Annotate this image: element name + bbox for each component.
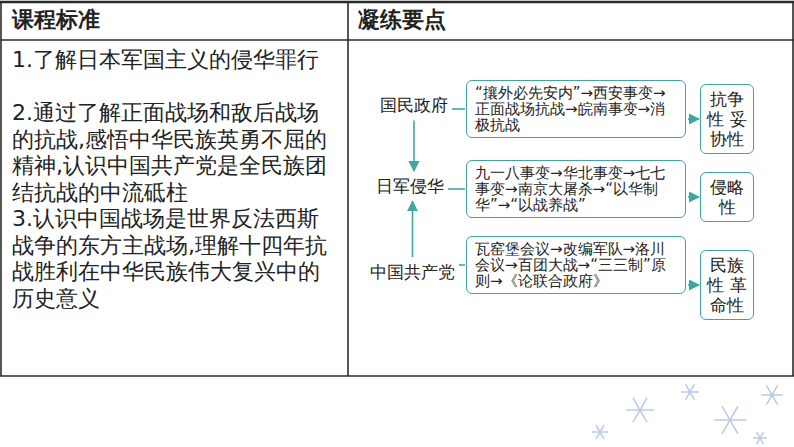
- snowflake-arm: [760, 438, 764, 444]
- connector: [412, 201, 414, 257]
- snowflake-arm: [730, 420, 738, 434]
- snowflake-arm: [690, 384, 695, 392]
- node-text: 瓦窑堡会议→改编军队→洛川会议→百团大战→“三三制”原则→《论联合政府》: [475, 241, 677, 289]
- snowflake-arm: [640, 398, 647, 410]
- snowflake-arm: [772, 394, 783, 396]
- connector: [452, 108, 465, 110]
- snowflake-arm: [686, 392, 691, 400]
- snowflake-decor: [592, 384, 783, 444]
- snowflake-arm: [600, 431, 608, 433]
- node-text: 国民政府: [380, 95, 448, 115]
- table-cell: 1.了解日本军国主义的侵华罪行: [12, 47, 338, 74]
- connector: [688, 196, 699, 198]
- snowflake-arm: [772, 385, 778, 395]
- node-text: “攘外必先安内”→西安事变→正面战场抗战→皖南事变→消极抗战: [475, 85, 677, 133]
- snowflake-arm: [596, 432, 600, 439]
- trait-box: 民族性 革命性: [700, 250, 754, 320]
- snowflake-arm: [640, 409, 654, 411]
- node-text: 抗争性 妥协性: [704, 89, 750, 149]
- connector: [688, 284, 699, 286]
- snowflake-arm: [772, 395, 778, 405]
- node-text: 民族性 革命性: [704, 255, 750, 315]
- snowflake-arm: [767, 385, 773, 395]
- table-rule: [0, 1, 794, 4]
- table-header: 凝练要点: [358, 7, 658, 33]
- connector: [459, 264, 465, 266]
- table-rule: [0, 2, 2, 376]
- snowflake-arm: [686, 384, 691, 392]
- node-text: 中国共产党: [370, 262, 455, 282]
- node-text: 九一八事变→华北事变→七七事变→南京大屠杀→“以华制华”→“以战养战”: [475, 165, 677, 213]
- actor-label: 国民政府: [378, 93, 450, 117]
- table-cell: 2.通过了解正面战场和敌后战场的抗战,感悟中华民族英勇不屈的精神,认识中国共产党…: [12, 100, 338, 206]
- trait-box: 侵略性: [700, 172, 754, 222]
- table-rule: [0, 39, 794, 41]
- snowflake-arm: [714, 419, 730, 421]
- snowflake-arm: [757, 438, 761, 444]
- connector: [448, 188, 465, 190]
- snowflake-arm: [757, 432, 761, 438]
- connector: [413, 120, 415, 171]
- snowflake-arm: [730, 419, 746, 421]
- snowflake-arm: [760, 432, 764, 438]
- snowflake-arm: [633, 410, 640, 422]
- actor-label: 中国共产党: [368, 260, 457, 284]
- snowflake-arm: [600, 432, 604, 439]
- snowflake-arm: [600, 425, 604, 432]
- snowflake-arm: [596, 425, 600, 432]
- snowflake-arm: [730, 406, 738, 420]
- event-box: 九一八事变→华北事变→七七事变→南京大屠杀→“以华制华”→“以战养战”: [466, 160, 686, 218]
- snowflake-arm: [592, 431, 600, 433]
- trait-box: 抗争性 妥协性: [700, 84, 754, 154]
- table-rule: [0, 375, 794, 377]
- snowflake-arm: [761, 394, 772, 396]
- node-text: 日军侵华: [376, 176, 444, 196]
- snowflake-arm: [640, 410, 647, 422]
- snowflake-arm: [633, 398, 640, 410]
- snowflake-arm: [767, 395, 773, 405]
- snowflake-arm: [722, 406, 730, 420]
- event-box: 瓦窑堡会议→改编军队→洛川会议→百团大战→“三三制”原则→《论联合政府》: [466, 236, 686, 294]
- table-rule: [347, 2, 349, 376]
- snowflake-arm: [681, 391, 690, 393]
- node-text: 侵略性: [704, 177, 750, 217]
- snowflake-arm: [690, 391, 699, 393]
- snowflake-arm: [690, 392, 695, 400]
- actor-label: 日军侵华: [374, 174, 446, 198]
- event-box: “攘外必先安内”→西安事变→正面战场抗战→皖南事变→消极抗战: [466, 80, 686, 138]
- table-cell: 3.认识中国战场是世界反法西斯战争的东方主战场,理解十四年抗战胜利在中华民族伟大…: [12, 206, 338, 312]
- table-rule: [792, 2, 794, 376]
- snowflake-arm: [722, 420, 730, 434]
- snowflake-arm: [626, 409, 640, 411]
- connector: [688, 118, 699, 120]
- table-header: 课程标准: [12, 7, 312, 33]
